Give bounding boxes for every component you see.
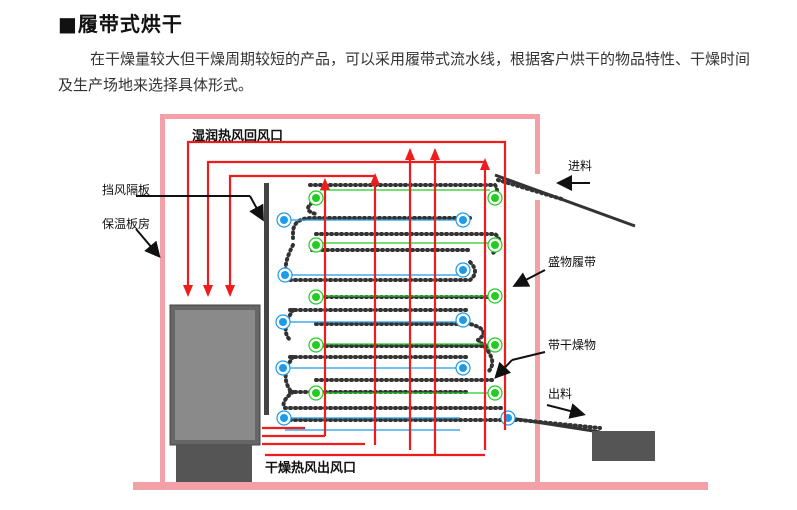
section-heading: ■履带式烘干 xyxy=(58,12,183,36)
discharge-chute xyxy=(509,416,601,434)
description-paragraph: 在干燥量较大但干燥周期较短的产品，可以采用履带式流水线，根据客户烘干的物品特性、… xyxy=(58,50,751,94)
feed-chute xyxy=(494,173,636,228)
label-feed-in: 进料 xyxy=(568,159,592,173)
label-drying-material: 带干燥物 xyxy=(548,338,596,352)
blue-airflow xyxy=(285,219,460,431)
insulated-room-walls xyxy=(133,114,708,490)
hot-air-circulation xyxy=(186,140,507,457)
label-belt: 盛物履带 xyxy=(548,254,596,269)
heater-unit xyxy=(169,304,261,482)
wind-baffle xyxy=(264,183,269,415)
green-airflow xyxy=(320,189,490,394)
label-return-air: 湿润热风回风口 xyxy=(192,128,283,144)
label-outlet-air: 干燥热风出风口 xyxy=(265,460,356,476)
hot-air-arrows xyxy=(183,148,490,297)
label-insulated-room: 保温板房 xyxy=(102,216,150,231)
label-discharge: 出料 xyxy=(548,387,572,401)
label-baffle: 挡风隔板 xyxy=(102,183,150,197)
leader-lines xyxy=(135,175,590,419)
discharge-bin xyxy=(592,431,655,461)
